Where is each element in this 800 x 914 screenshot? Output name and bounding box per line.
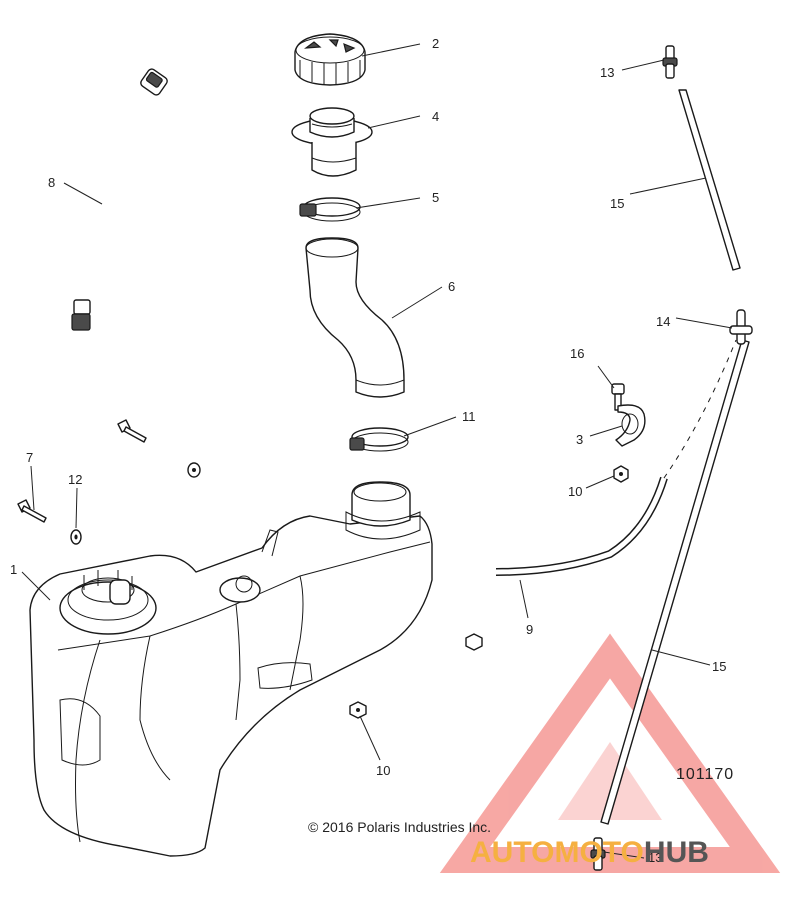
callout-1: 1: [10, 562, 17, 577]
callout-15-lower: 15: [712, 659, 726, 674]
callout-2: 2: [432, 36, 439, 51]
callout-15-upper: 15: [610, 196, 624, 211]
callout-10-lower: 10: [376, 763, 390, 778]
part-10-nut-upper: [613, 465, 629, 483]
watermark-logo: [439, 633, 781, 873]
loose-bolt: [117, 419, 147, 443]
part-1-fuel-tank: [29, 481, 433, 857]
watermark-text-part1: AUTOMOTO: [470, 836, 644, 869]
callout-16: 16: [570, 346, 584, 361]
callout-labels: 2 4 5 6 11 8 1 7 12 15 13 14 16 3 10 9 1…: [10, 36, 726, 865]
callout-13-upper: 13: [600, 65, 614, 80]
loose-washer: [187, 462, 201, 478]
callout-12: 12: [68, 472, 82, 487]
part-15-tube-lower: [600, 339, 750, 825]
watermark-text: AUTOMOTOHUB: [470, 836, 709, 869]
watermark-text-part2: HUB: [644, 836, 709, 869]
part-13-fitting-top: [662, 45, 678, 79]
part-2-fuel-cap: [294, 33, 366, 86]
callout-14: 14: [656, 314, 670, 329]
part-6-filler-hose: [305, 237, 405, 398]
part-9-vent-hose: [495, 339, 737, 576]
part-13-fitting-bottom: [590, 837, 606, 871]
part-12-washer: [70, 529, 82, 545]
part-4-filler-neck: [291, 107, 373, 177]
loose-nut: [465, 633, 483, 651]
callout-5: 5: [432, 190, 439, 205]
callout-9: 9: [526, 622, 533, 637]
callout-13-lower: 13: [648, 850, 662, 865]
leader-lines: [21, 43, 733, 859]
part-8-vent-hose: [71, 68, 175, 331]
part-7-bolt: [17, 499, 47, 523]
callout-7: 7: [26, 450, 33, 465]
callout-11: 11: [462, 409, 476, 424]
part-5-hose-clamp: [299, 197, 361, 222]
callout-6: 6: [448, 279, 455, 294]
callout-3: 3: [576, 432, 583, 447]
drawing-number: 101170: [676, 766, 734, 783]
callout-10-upper: 10: [568, 484, 582, 499]
part-11-hose-clamp: [349, 427, 409, 452]
part-3-clip: [615, 404, 646, 447]
callout-4: 4: [432, 109, 439, 124]
copyright-notice: © 2016 Polaris Industries Inc.: [308, 819, 491, 835]
part-14-tee-fitting: [729, 309, 753, 345]
part-15-tube-upper: [678, 89, 741, 271]
part-10-nut-tank: [349, 701, 367, 719]
callout-8: 8: [48, 175, 55, 190]
part-16-bolt: [611, 383, 625, 411]
